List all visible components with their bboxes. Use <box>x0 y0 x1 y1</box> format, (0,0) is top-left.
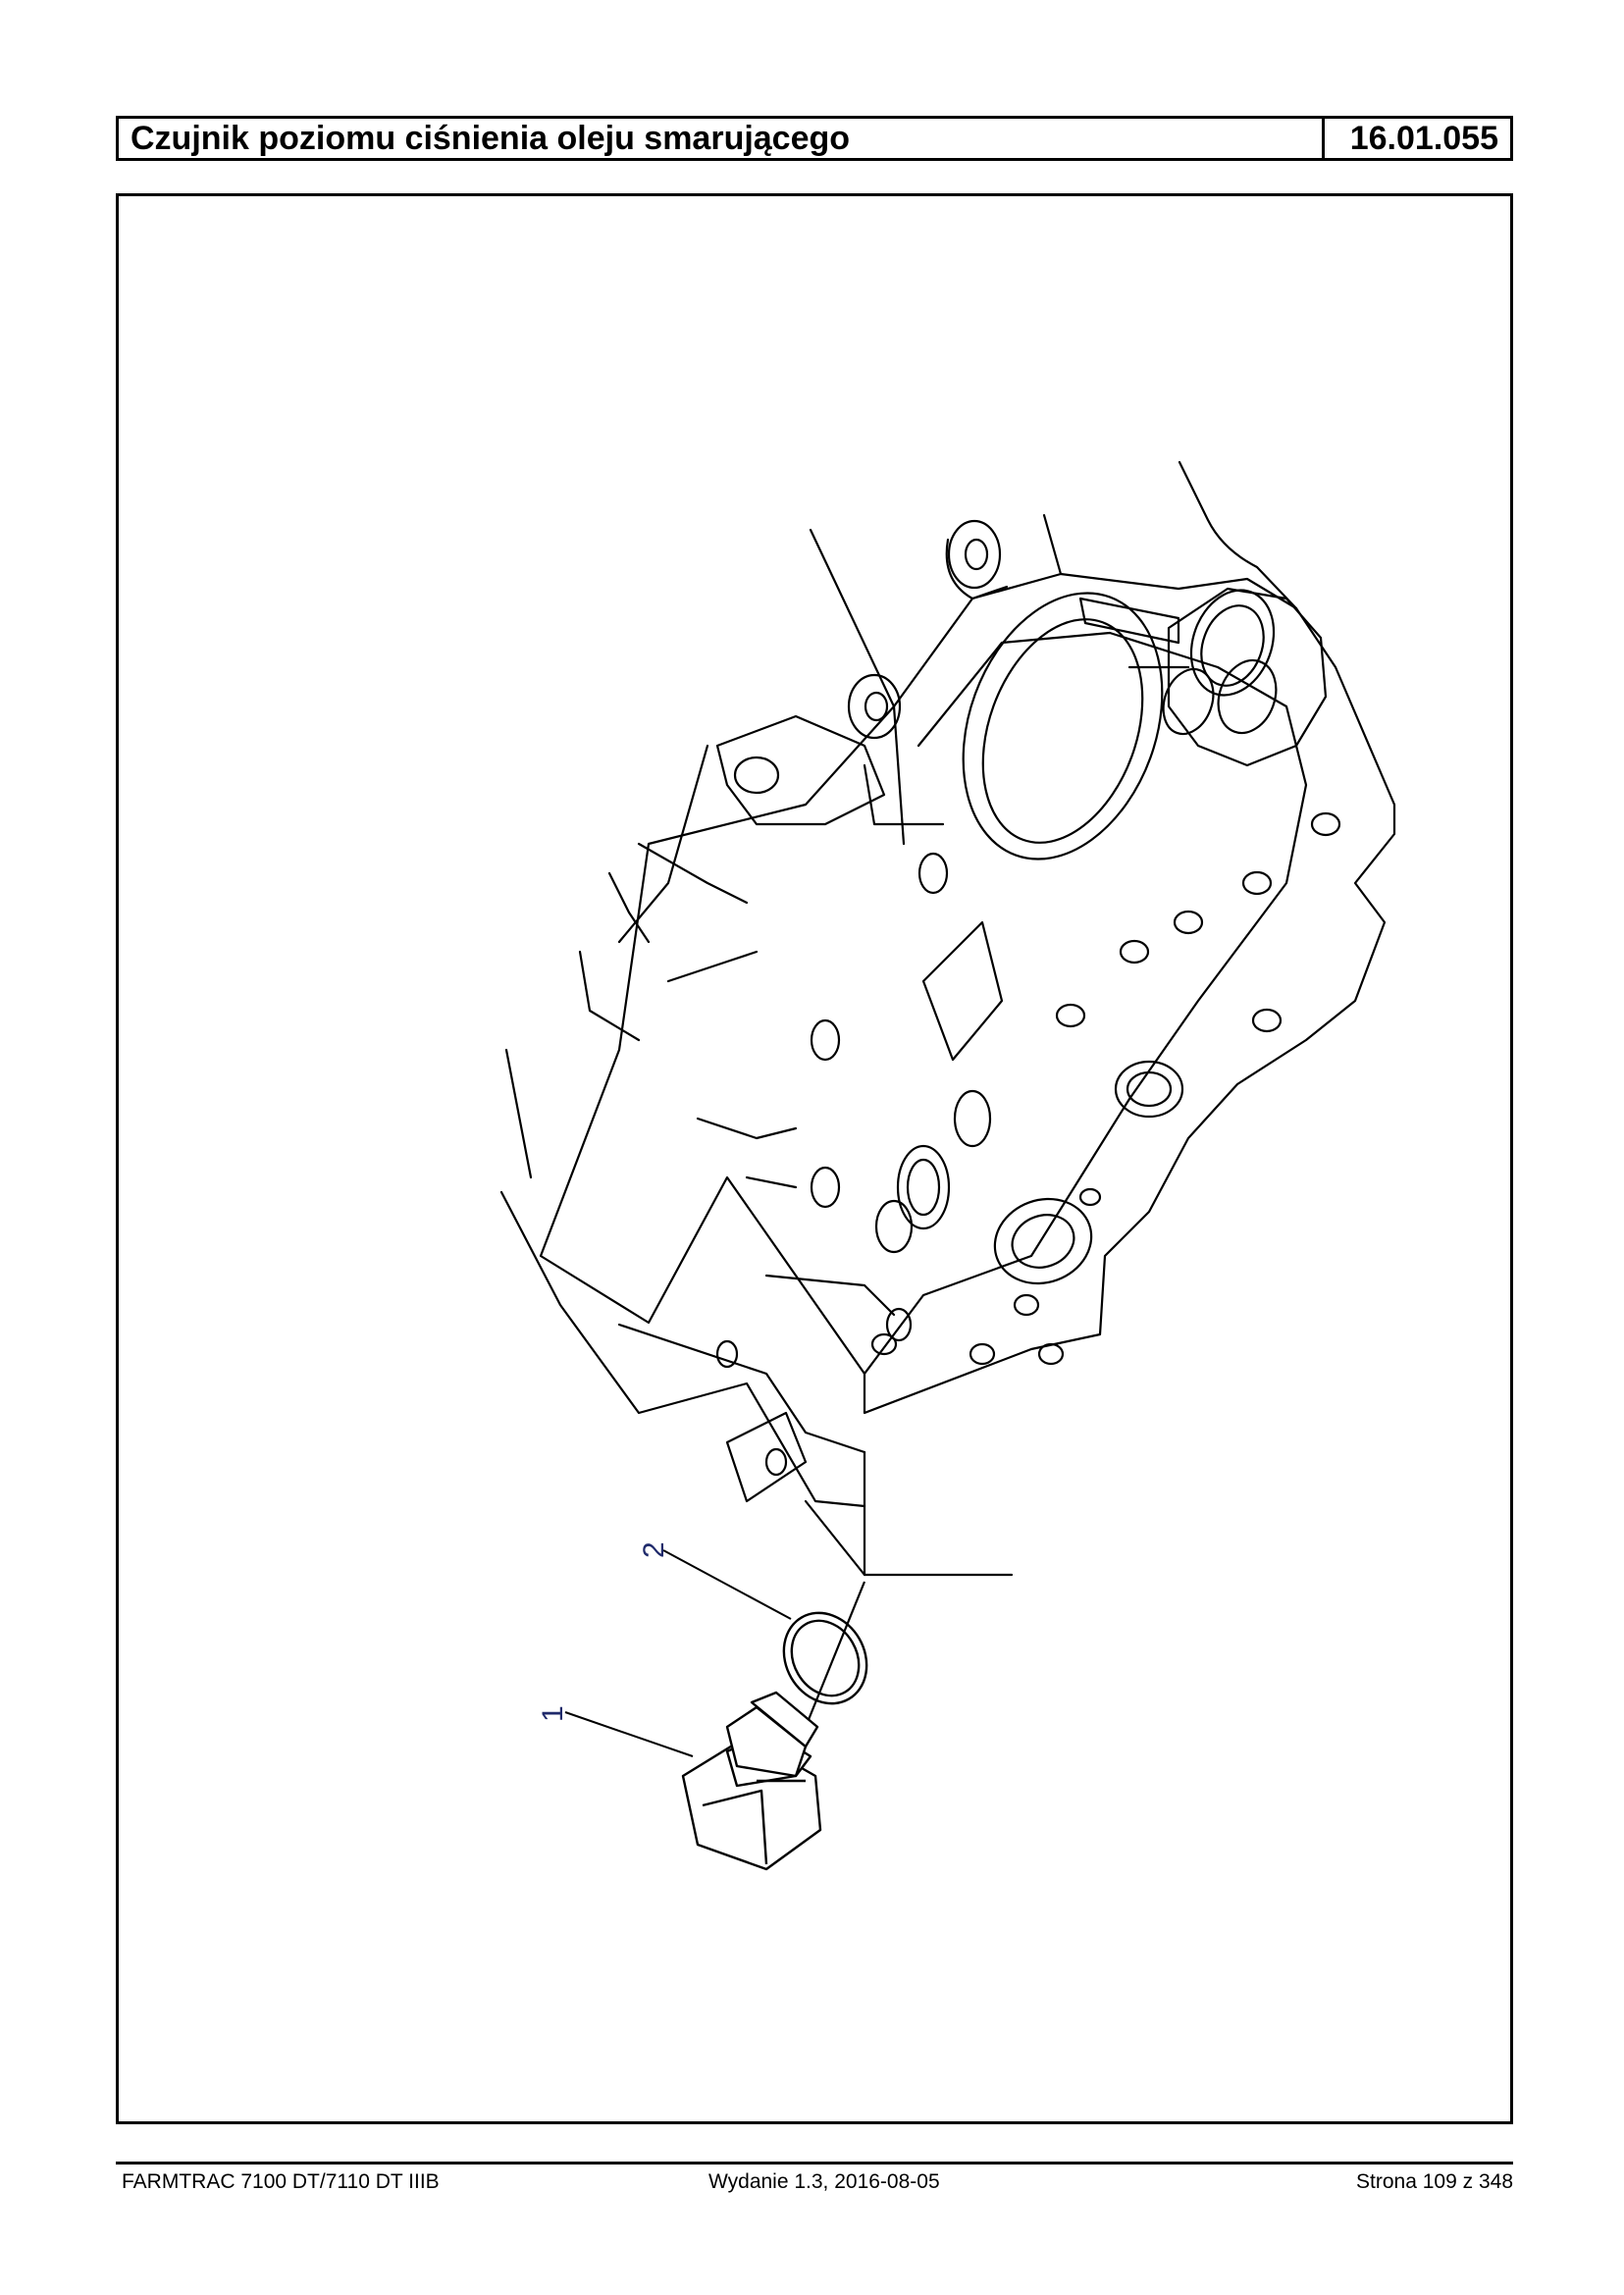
engine-block-drawing <box>499 460 1396 1577</box>
callout-1: 1 <box>537 1705 569 1722</box>
footer-edition: Wydanie 1.3, 2016-08-05 <box>708 2170 940 2193</box>
section-code: 16.01.055 <box>1322 119 1510 158</box>
sealing-ring-part-2 <box>782 1611 868 1705</box>
drawing-frame: 1 2 <box>116 193 1513 2124</box>
callout-leaders <box>564 1549 792 1757</box>
footer-model: FARMTRAC 7100 DT/7110 DT IIIB <box>122 2170 440 2193</box>
footer-rule <box>116 2162 1513 2165</box>
pressure-sensor-part-1 <box>681 1691 822 1871</box>
footer-page-number: Strona 109 z 348 <box>1356 2170 1513 2193</box>
page-header: Czujnik poziomu ciśnienia oleju smarując… <box>116 116 1513 161</box>
callout-2: 2 <box>638 1541 670 1558</box>
page-title: Czujnik poziomu ciśnienia oleju smarując… <box>131 120 851 157</box>
exploded-parts-drawing: 1 2 <box>499 460 1396 1871</box>
